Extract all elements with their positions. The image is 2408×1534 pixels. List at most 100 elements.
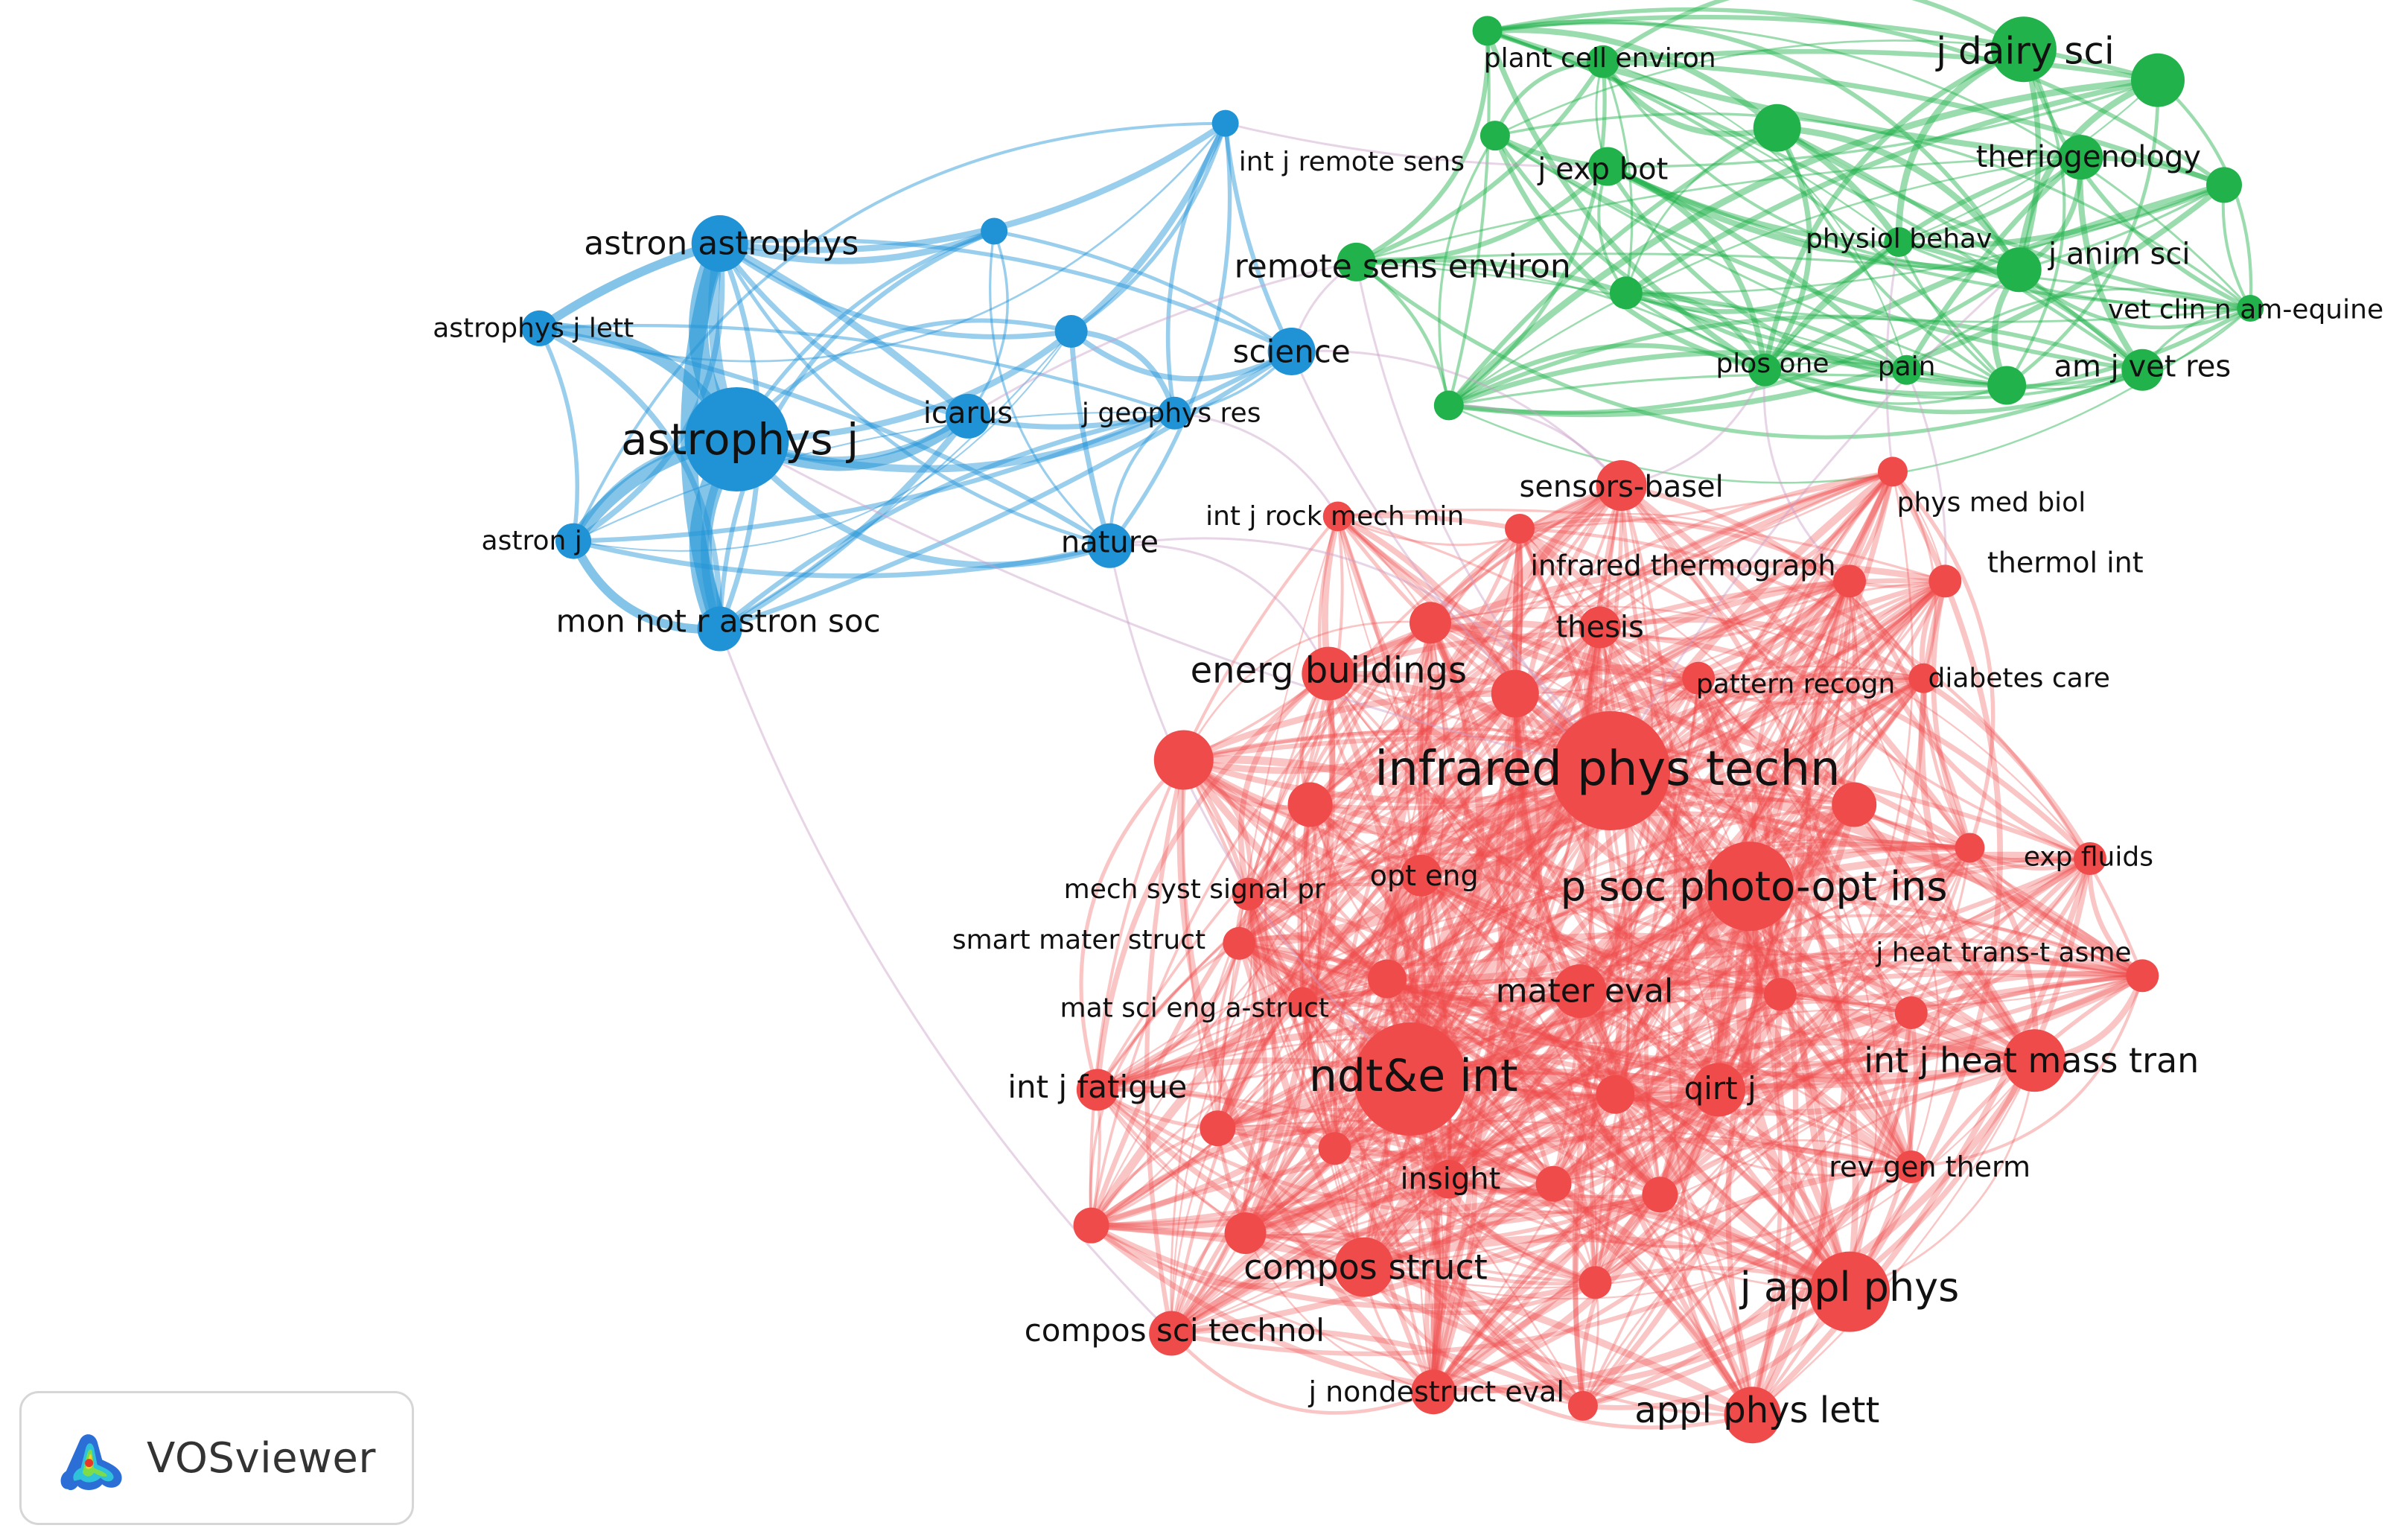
node-science[interactable] (1267, 327, 1316, 375)
node-r-small18[interactable] (1505, 514, 1535, 544)
node-r-small14[interactable] (1579, 1266, 1612, 1299)
node-plos-one[interactable] (1748, 353, 1782, 386)
network-edge (1090, 990, 1582, 1227)
node-g-small3[interactable] (1753, 104, 1801, 152)
node-p-soc-photo[interactable] (1704, 841, 1794, 932)
node-qirt-j[interactable] (1692, 1063, 1746, 1117)
network-edge (1447, 1165, 1913, 1248)
network-edge (1243, 1000, 1306, 1235)
node-j-exp-bot[interactable] (1588, 147, 1628, 186)
node-j-heat-trans[interactable] (2126, 959, 2159, 993)
node-r-small7[interactable] (1200, 1110, 1236, 1147)
network-edge (1580, 1010, 1914, 1408)
node-energ-buildings[interactable] (1302, 646, 1356, 701)
network-edge (1384, 976, 1853, 1295)
node-int-j-rock[interactable] (1322, 501, 1353, 532)
node-r-small10[interactable] (1596, 1075, 1635, 1114)
node-diabetes-care[interactable] (1908, 663, 1939, 693)
node-infrared-phys-techn[interactable] (1551, 711, 1671, 830)
node-r-small19[interactable] (1567, 1390, 1598, 1421)
node-physiol-behav[interactable] (1884, 226, 1914, 257)
node-j-anim-sci[interactable] (1996, 247, 2042, 293)
network-edge (1748, 579, 1947, 888)
node-j-geophys-res[interactable] (1158, 396, 1191, 430)
network-edge (1430, 1191, 1663, 1395)
node-exp-fluids[interactable] (2073, 841, 2106, 875)
node-int-j-heat-mass[interactable] (2003, 1029, 2066, 1092)
node-sensors-basel[interactable] (1596, 460, 1647, 512)
node-int-j-remote-sens[interactable] (1211, 109, 1239, 137)
node-compos-sci[interactable] (1149, 1311, 1194, 1356)
node-thesis[interactable] (1579, 606, 1621, 649)
node-rev-gen-therm[interactable] (1894, 1150, 1928, 1183)
node-g-small5[interactable] (2206, 167, 2243, 203)
network-edge (1361, 1010, 1914, 1270)
node-r-small4[interactable] (1409, 602, 1451, 644)
node-nature[interactable] (1087, 523, 1133, 568)
node-g-small7[interactable] (1987, 366, 2027, 405)
node-pattern-recogn[interactable] (1682, 661, 1716, 695)
node-astrophys-j[interactable] (684, 386, 789, 491)
node-r-small8[interactable] (1318, 1132, 1351, 1165)
node-astron-astrophys[interactable] (691, 215, 748, 273)
node-insight[interactable] (1429, 1159, 1468, 1199)
network-edge (1716, 1052, 2037, 1092)
network-edge (1246, 891, 1618, 1097)
node-j-nondestruct[interactable] (1411, 1369, 1456, 1415)
network-edge (1445, 77, 2162, 409)
node-r-small16[interactable] (1955, 833, 1985, 863)
node-g-small6[interactable] (1609, 276, 1643, 310)
node-r-small3[interactable] (1491, 669, 1539, 718)
node-infrared-thermograph[interactable] (1833, 564, 1866, 598)
node-mat-sci-eng[interactable] (1287, 987, 1318, 1017)
node-r-small1[interactable] (1153, 730, 1214, 790)
node-r-small5[interactable] (1832, 782, 1877, 827)
node-thermol-int[interactable] (1928, 564, 1962, 598)
node-r-small9[interactable] (1535, 1165, 1572, 1202)
node-icarus[interactable] (945, 393, 990, 439)
node-appl-phys-lett[interactable] (1724, 1387, 1781, 1444)
node-r-small2[interactable] (1287, 782, 1333, 827)
node-r-small12[interactable] (1642, 1177, 1678, 1213)
node-ndt-e-int[interactable] (1354, 1022, 1468, 1136)
node-phys-med-biol[interactable] (1877, 456, 1908, 487)
node-g-small4[interactable] (2131, 53, 2185, 107)
network-edge (1215, 977, 1389, 1130)
node-compos-struct[interactable] (1334, 1237, 1394, 1297)
node-am-j-vet-res[interactable] (2121, 349, 2164, 391)
network-edge (735, 438, 1612, 772)
node-b-small2[interactable] (981, 217, 1008, 245)
node-plant-cell[interactable] (1472, 16, 1503, 46)
node-astron-j[interactable] (555, 523, 592, 559)
node-j-dairy-sci[interactable] (1990, 16, 2057, 83)
node-g-small2[interactable] (1479, 121, 1510, 151)
network-edge (573, 331, 1072, 552)
network-edge (570, 538, 1112, 579)
node-r-small6[interactable] (1368, 959, 1407, 999)
node-int-j-fatigue[interactable] (1076, 1069, 1118, 1111)
network-edge (1494, 134, 2008, 386)
node-mater-eval[interactable] (1552, 964, 1607, 1019)
node-label-compos-struct: compos struct (1243, 1247, 1488, 1288)
node-g-small8[interactable] (1433, 390, 1464, 421)
network-edge (719, 330, 1072, 630)
node-theriogenology[interactable] (2058, 135, 2103, 180)
network-edge (1695, 675, 1799, 1418)
node-mon-not[interactable] (697, 606, 742, 652)
node-r-small13[interactable] (1224, 1212, 1267, 1254)
node-j-appl-phys[interactable] (1809, 1251, 1890, 1332)
node-remote-sens[interactable] (1337, 242, 1376, 281)
node-vet-clin[interactable] (2237, 295, 2264, 322)
node-astrophys-j-lett[interactable] (521, 310, 558, 346)
network-edge (1659, 1139, 1913, 1196)
node-r-small11[interactable] (1763, 978, 1797, 1011)
node-smart-mater[interactable] (1223, 926, 1256, 960)
node-pain[interactable] (1891, 354, 1922, 385)
network-edge (572, 411, 1176, 542)
node-mech-syst[interactable] (1232, 877, 1265, 911)
node-b-small1[interactable] (1054, 315, 1088, 349)
node-r-small17[interactable] (1894, 996, 1928, 1029)
node-r-small15[interactable] (1073, 1207, 1109, 1244)
node-g-small1[interactable] (1586, 45, 1619, 78)
node-opt-eng[interactable] (1400, 854, 1442, 897)
